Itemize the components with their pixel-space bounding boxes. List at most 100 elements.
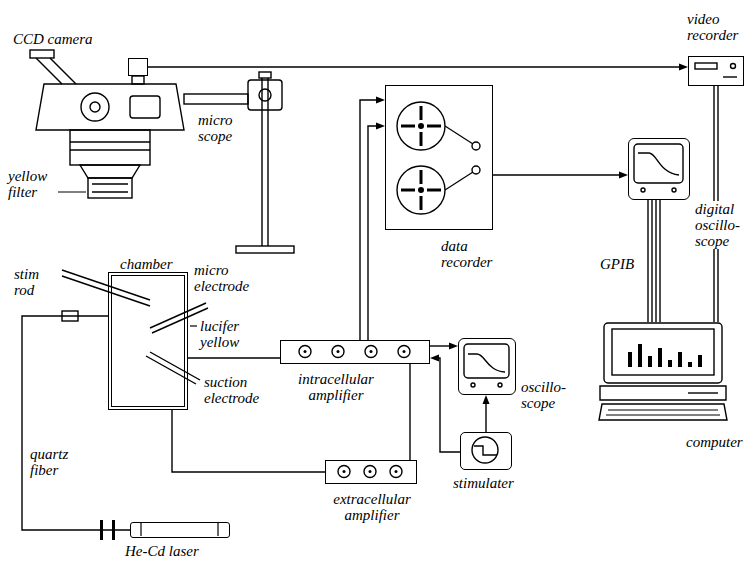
connector-line xyxy=(22,316,130,530)
device-drawing xyxy=(281,341,429,363)
arrowhead xyxy=(430,355,439,362)
device-label: intracellular amplifier xyxy=(281,371,391,403)
scope-knob xyxy=(471,383,475,387)
tape-guide xyxy=(472,166,480,174)
intracellular-amplifier: intracellular amplifier xyxy=(280,340,430,364)
histogram-bar xyxy=(638,344,642,367)
suction-electrode xyxy=(146,352,200,384)
histogram-bar xyxy=(698,355,702,367)
focus-knob xyxy=(81,93,109,121)
part-label: lucifer yellow xyxy=(200,318,255,350)
amp-knob xyxy=(332,346,344,358)
eyepiece xyxy=(36,58,62,84)
leader-line xyxy=(190,325,197,326)
device-drawing xyxy=(598,322,728,422)
histogram-bar xyxy=(628,352,632,367)
eyepiece-cap xyxy=(30,50,54,58)
amp-knob-dot xyxy=(343,470,346,473)
reel-spoke xyxy=(401,189,415,192)
connector xyxy=(410,364,411,460)
arrowhead xyxy=(679,64,688,71)
connector-line xyxy=(148,66,680,67)
amp-knob xyxy=(390,466,402,478)
amp-knob-dot xyxy=(403,350,406,353)
reel-spoke xyxy=(401,125,415,128)
amp-knob xyxy=(365,346,377,358)
connector-line xyxy=(368,126,377,340)
microscope-arm xyxy=(184,94,248,104)
device-drawing xyxy=(629,139,689,199)
data-recorder: data recorder xyxy=(385,85,493,230)
device-label: extracellular amplifier xyxy=(318,491,426,523)
connector-line xyxy=(188,357,280,358)
device-label: oscillo- scope xyxy=(521,379,569,411)
connector xyxy=(172,410,325,472)
stimulator-dial xyxy=(472,437,498,463)
he-cd-laser: He-Cd laser xyxy=(130,522,230,538)
microscope-body xyxy=(70,130,150,165)
part-label: yellow filter xyxy=(8,168,58,200)
amp-knob-dot xyxy=(395,470,398,473)
panel-button xyxy=(731,64,736,69)
scope-screen xyxy=(464,344,509,378)
computer-case xyxy=(600,386,726,400)
connector xyxy=(493,172,628,179)
connector xyxy=(188,358,280,359)
stand-base xyxy=(236,246,294,253)
connector-line xyxy=(485,403,486,432)
arrowhead xyxy=(376,97,385,104)
connector xyxy=(430,343,458,350)
connector xyxy=(430,355,460,453)
eyepiece xyxy=(50,58,76,84)
histogram-bar xyxy=(668,360,672,367)
reel-hub xyxy=(418,187,424,193)
device-label: video recorder xyxy=(687,11,749,43)
part-label: quartz fiber xyxy=(30,446,80,478)
connector xyxy=(483,395,490,432)
reel-spoke xyxy=(427,125,441,128)
device-label: CCD camera xyxy=(13,31,93,47)
filter-hatch xyxy=(92,183,128,184)
connector-line xyxy=(430,345,450,346)
device-drawing xyxy=(386,86,492,229)
part-label: micro scope xyxy=(198,112,243,144)
camera-adapter xyxy=(132,76,144,84)
histogram-bar xyxy=(648,356,652,367)
head-detail xyxy=(130,96,160,118)
edge-label: GPIB xyxy=(600,256,634,272)
laser-band xyxy=(140,523,141,536)
panel-line xyxy=(723,76,737,77)
trace-curve xyxy=(468,354,505,372)
digital-oscilloscope: digital oscillo- scope xyxy=(628,138,690,200)
part-label: suction electrode xyxy=(204,374,266,406)
computer: computer xyxy=(598,322,728,422)
electrode-line xyxy=(150,352,200,380)
reel-spoke xyxy=(420,106,423,120)
histogram-bar xyxy=(678,352,682,367)
scope-knob xyxy=(641,188,645,192)
drive-slot xyxy=(688,392,718,393)
ccd-camera: CCD camera xyxy=(128,58,148,76)
laser-band xyxy=(217,523,218,536)
connector-line xyxy=(360,100,377,340)
keyboard xyxy=(599,404,727,420)
connector xyxy=(360,97,385,341)
stand-pole xyxy=(267,78,268,246)
tape-line xyxy=(445,172,473,190)
trace-curve xyxy=(638,153,679,175)
histogram-bar xyxy=(658,348,662,367)
key-row xyxy=(608,410,718,411)
connector-line xyxy=(655,200,656,322)
arrowhead xyxy=(483,395,490,404)
amp-knob xyxy=(398,346,410,358)
histogram-bar xyxy=(688,362,692,367)
monitor xyxy=(604,323,722,383)
part-label: micro electrode xyxy=(194,262,256,294)
reel-spoke xyxy=(420,170,423,184)
electrode-line xyxy=(150,303,206,328)
part-label: stim rod xyxy=(14,266,54,298)
electrode-line xyxy=(146,356,196,384)
microscope xyxy=(30,50,294,253)
video-recorder: video recorder xyxy=(688,56,744,86)
